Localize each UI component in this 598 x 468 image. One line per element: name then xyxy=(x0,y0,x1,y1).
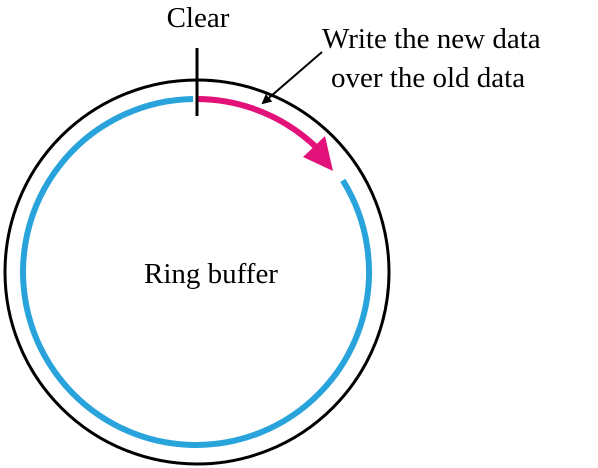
write-arrowhead xyxy=(303,136,333,171)
new-data-arc xyxy=(196,96,321,152)
annotation-line-2: over the old data xyxy=(331,62,525,94)
annotation-line-1: Write the new data xyxy=(322,23,541,55)
annotation-leader-line xyxy=(261,51,323,105)
old-data-ring xyxy=(20,96,373,448)
clear-label: Clear xyxy=(167,2,230,34)
ring-buffer-label: Ring buffer xyxy=(144,258,278,290)
